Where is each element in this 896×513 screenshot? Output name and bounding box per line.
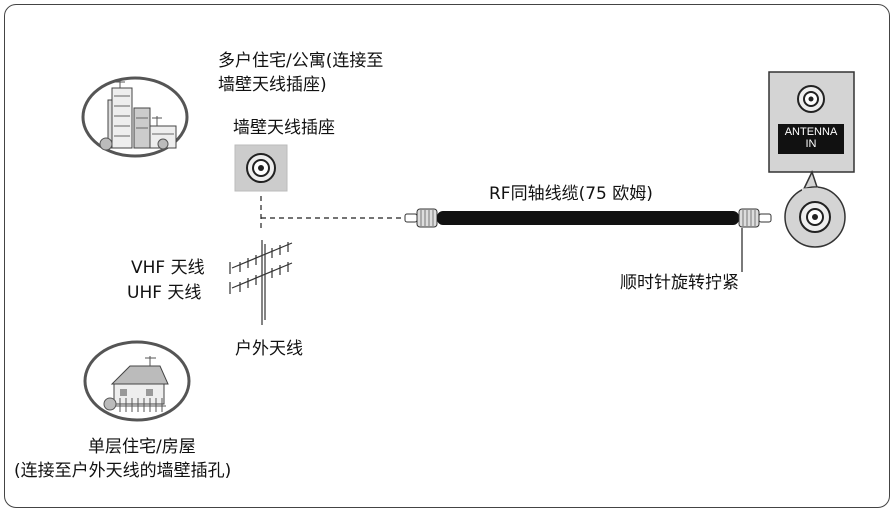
antenna-in-line2: IN xyxy=(805,138,817,150)
single-unit-label-line1: 单层住宅/房屋 xyxy=(88,437,196,457)
tv-rear-panel xyxy=(768,71,855,248)
wall-socket-label: 墙壁天线插座 xyxy=(233,118,335,138)
antenna-in-line1: ANTENNA xyxy=(784,126,838,138)
single-unit-label-line2: (连接至户外天线的墙壁插孔) xyxy=(14,461,232,481)
house-icon xyxy=(83,340,191,422)
wall-antenna-socket xyxy=(234,144,288,192)
tighten-clockwise-label: 顺时针旋转拧紧 xyxy=(620,273,739,293)
rf-coaxial-cable xyxy=(404,208,772,272)
outdoor-antenna-label: 户外天线 xyxy=(235,339,303,359)
outdoor-antenna-icon xyxy=(229,240,293,325)
cable-label: RF同轴线缆(75 欧姆) xyxy=(489,184,653,204)
vhf-antenna-label: VHF 天线 xyxy=(131,258,205,278)
apartment-building-icon xyxy=(81,76,189,158)
diagram-frame xyxy=(4,4,890,508)
multi-unit-label-line2: 墙壁天线插座) xyxy=(218,75,327,95)
uhf-antenna-label: UHF 天线 xyxy=(127,283,202,303)
antenna-in-label: ANTENNA IN xyxy=(778,126,844,150)
multi-unit-label-line1: 多户住宅/公寓(连接至 xyxy=(218,51,384,71)
